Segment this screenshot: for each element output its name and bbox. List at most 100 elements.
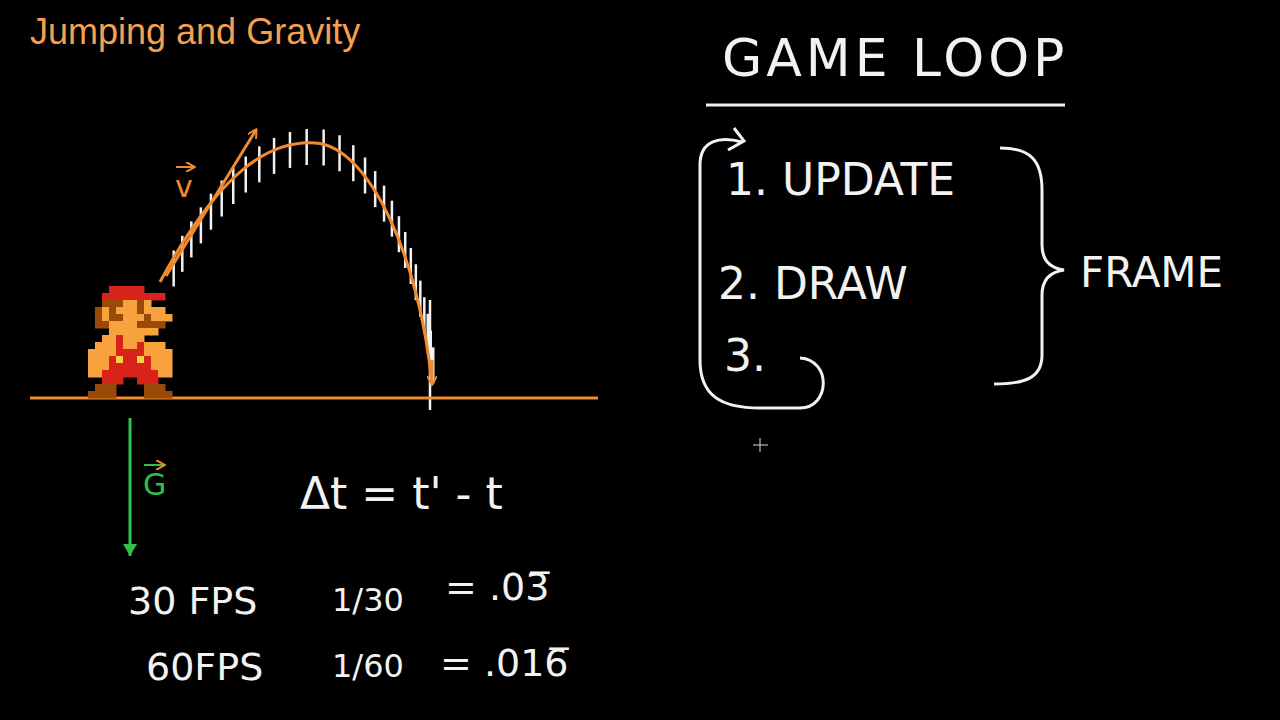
sprite-pixel [95, 391, 103, 399]
sprite-pixel [158, 363, 166, 371]
sprite-pixel [130, 286, 138, 294]
vector-bar [144, 464, 164, 466]
sprite-pixel [144, 391, 152, 399]
sprite-pixel [144, 384, 152, 392]
trajectory-curve [160, 143, 432, 385]
sprite-pixel [137, 342, 145, 350]
decimal-value: = .016̅ [440, 644, 569, 682]
sprite-pixel [158, 370, 166, 378]
sprite-pixel [116, 314, 124, 322]
sprite-pixel [137, 328, 145, 336]
sprite-pixel [151, 370, 159, 378]
velocity-arrow [166, 130, 256, 276]
sprite-pixel [165, 391, 173, 399]
sprite-pixel [102, 370, 110, 378]
motion-tick [289, 132, 292, 168]
brace-label: FRAME [1080, 252, 1223, 294]
sprite-pixel [137, 377, 145, 385]
sprite-pixel [88, 349, 96, 357]
motion-tick [244, 157, 247, 193]
sprite-pixel [109, 286, 117, 294]
loop-step: 2. DRAW [718, 262, 908, 306]
sprite-pixel [116, 300, 124, 308]
sprite-pixel [151, 363, 159, 371]
sprite-pixel [130, 356, 138, 364]
sprite-pixel [102, 321, 110, 329]
sprite-pixel [130, 321, 138, 329]
sprite-pixel [144, 293, 152, 301]
sprite-pixel [116, 307, 124, 315]
sprite-pixel [123, 293, 131, 301]
sprite-pixel [137, 307, 145, 315]
sprite-pixel [151, 307, 159, 315]
sprite-pixel [144, 321, 152, 329]
sprite-pixel [102, 356, 110, 364]
sprite-pixel [109, 314, 117, 322]
sprite-pixel [109, 293, 117, 301]
sprite-pixel [102, 307, 110, 315]
sprite-pixel [158, 342, 166, 350]
sprite-pixel [102, 300, 110, 308]
sprite-pixel [137, 356, 145, 364]
sprite-pixel [88, 356, 96, 364]
sprite-pixel [144, 370, 152, 378]
sprite-pixel [158, 356, 166, 364]
sprite-pixel [123, 349, 131, 357]
sprite-pixel [102, 342, 110, 350]
sprite-pixel [116, 342, 124, 350]
sprite-pixel [123, 314, 131, 322]
mario-sprite [88, 286, 173, 399]
fraction: 1/30 [332, 584, 404, 616]
sprite-pixel [137, 321, 145, 329]
sprite-pixel [144, 307, 152, 315]
sprite-pixel [144, 328, 152, 336]
sprite-pixel [102, 391, 110, 399]
sprite-pixel [116, 363, 124, 371]
loop-arrowhead [728, 128, 744, 150]
sprite-pixel [158, 321, 166, 329]
frame-brace [994, 148, 1064, 384]
sprite-pixel [151, 321, 159, 329]
sprite-pixel [130, 342, 138, 350]
sprite-pixel [144, 349, 152, 357]
sprite-pixel [137, 349, 145, 357]
sprite-pixel [123, 300, 131, 308]
sprite-pixel [109, 384, 117, 392]
motion-ticks [174, 129, 434, 410]
sprite-pixel [165, 356, 173, 364]
sprite-pixel [165, 370, 173, 378]
sprite-pixel [95, 314, 103, 322]
sprite-pixel [109, 349, 117, 357]
sprite-pixel [151, 293, 159, 301]
loop-step: 3. [724, 334, 766, 378]
loop-step: 1. UPDATE [726, 158, 955, 202]
sprite-pixel [95, 363, 103, 371]
sprite-pixel [151, 377, 159, 385]
motion-tick [273, 138, 276, 174]
sprite-pixel [137, 335, 145, 343]
sprite-pixel [123, 363, 131, 371]
sprite-pixel [102, 335, 110, 343]
sprite-pixel [123, 342, 131, 350]
sprite-pixel [123, 328, 131, 336]
sprite-pixel [109, 363, 117, 371]
formula: Δt = t' - t [300, 472, 503, 516]
sprite-pixel [158, 391, 166, 399]
sprite-pixel [144, 363, 152, 371]
sprite-pixel [109, 370, 117, 378]
sprite-pixel [109, 391, 117, 399]
sprite-pixel [109, 321, 117, 329]
sprite-pixel [102, 314, 110, 322]
title-underline [706, 104, 1065, 107]
sprite-pixel [102, 384, 110, 392]
sprite-pixel [158, 384, 166, 392]
sprite-pixel [165, 314, 173, 322]
decimal-value: = .03̅ [445, 568, 549, 606]
sprite-pixel [137, 370, 145, 378]
sprite-pixel [109, 356, 117, 364]
sprite-pixel [88, 391, 96, 399]
sprite-pixel [95, 342, 103, 350]
gravity-arrow [129, 418, 132, 556]
sprite-pixel [116, 328, 124, 336]
sprite-pixel [151, 328, 159, 336]
